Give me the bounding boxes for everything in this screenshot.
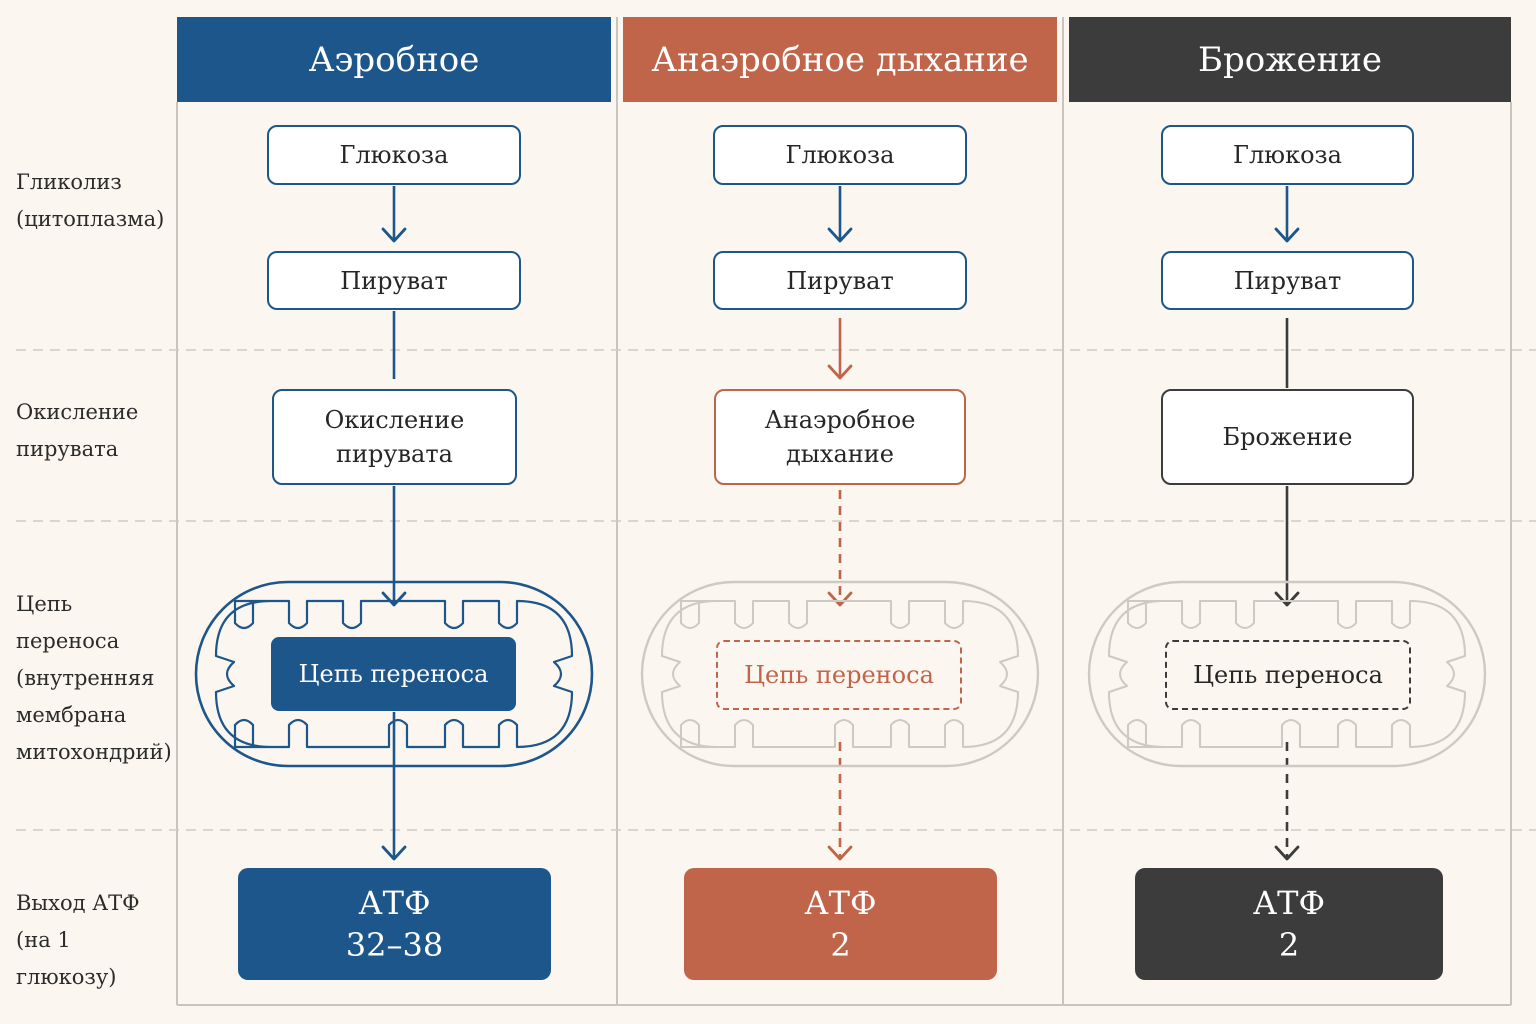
arrow-head [1274, 591, 1300, 607]
arrow-head [381, 591, 407, 607]
atp-label: АТФ [358, 884, 431, 922]
arrow-head [827, 364, 853, 380]
pyruvate-box-anaerobic: Пируват [713, 251, 967, 310]
fermentation-box: Брожение [1161, 389, 1414, 485]
arrow-head [827, 227, 853, 243]
arrow-head [1274, 845, 1300, 861]
transport-chain-box-fermentation: Цепь переноса [1165, 640, 1411, 710]
atp-value: 2 [1278, 926, 1300, 964]
transport-chain-box-aerobic: Цепь переноса [271, 637, 516, 711]
arrow-head [381, 227, 407, 243]
row-label-line: (на 1 глюкозу) [16, 928, 117, 989]
atp-label: АТФ [1252, 884, 1326, 922]
arrow-head [827, 845, 853, 861]
atp-output-box-fermentation: АТФ 2 [1135, 868, 1443, 980]
row-label-line: пирувата [16, 437, 119, 461]
atp-output-box-aerobic: АТФ 32–38 [238, 868, 551, 980]
row-label-pyruvate-oxidation: Окисление пирувата [16, 394, 176, 468]
transport-chain-box-anaerobic: Цепь переноса [716, 640, 962, 710]
mitochondrion-outer-membrane [640, 580, 1040, 768]
row-label-line: (внутренняя [16, 666, 155, 690]
row-label-line: (цитоплазма) [16, 207, 165, 231]
row-label-glycolysis: Гликолиз (цитоплазма) [16, 164, 176, 238]
atp-value: 2 [830, 926, 851, 964]
row-label-line: Цепь [16, 592, 73, 616]
pyruvate-box-fermentation: Пируват [1161, 251, 1414, 310]
row-label-atp-yield: Выход АТФ (на 1 глюкозу) [16, 885, 176, 996]
pyruvate-box-aerobic: Пируват [267, 251, 521, 310]
atp-output-box-anaerobic: АТФ 2 [684, 868, 997, 980]
mitochondrion-inner-membrane [1107, 599, 1467, 749]
arrow-head [1274, 227, 1300, 243]
pyruvate-oxidation-box: Окисление пирувата [272, 389, 517, 485]
row-label-line: Выход АТФ [16, 891, 140, 915]
mitochondrion-inner-membrane [660, 599, 1020, 749]
row-label-transport-chain: Цепь переноса (внутренняя мембрана митох… [16, 586, 176, 771]
column-header-aerobic: Аэробное [177, 17, 611, 102]
arrow-head [381, 845, 407, 861]
row-label-line: мембрана [16, 703, 127, 727]
row-label-line: митохондрий) [16, 740, 172, 764]
anaerobic-respiration-box: Анаэробное дыхание [714, 389, 966, 485]
mitochondrion-outer-membrane [1087, 580, 1487, 768]
column-header-fermentation: Брожение [1069, 17, 1511, 102]
row-label-line: Окисление [16, 400, 139, 424]
atp-value: 32–38 [345, 926, 444, 964]
arrow-head [827, 591, 853, 607]
mitochondrion-outer-membrane [194, 580, 594, 768]
column-header-anaerobic: Анаэробное дыхание [623, 17, 1057, 102]
atp-label: АТФ [804, 884, 877, 922]
glucose-box-aerobic: Глюкоза [267, 125, 521, 185]
mitochondrion-inner-membrane [214, 599, 574, 749]
glucose-box-fermentation: Глюкоза [1161, 125, 1414, 185]
row-label-line: Гликолиз [16, 170, 122, 194]
glucose-box-anaerobic: Глюкоза [713, 125, 967, 185]
row-label-line: переноса [16, 629, 120, 653]
